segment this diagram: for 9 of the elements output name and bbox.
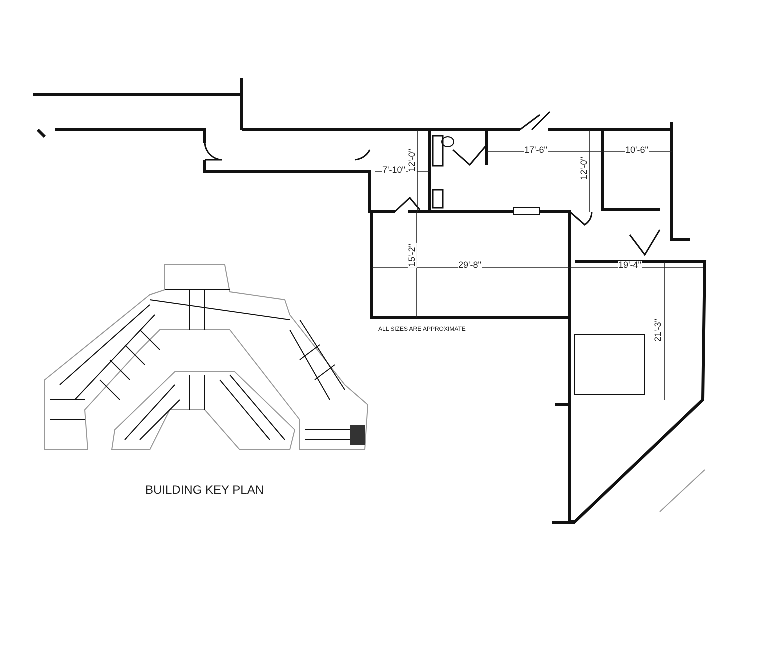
dimension-label: 12'-0"	[579, 156, 588, 180]
dimension-label: 15'-2"	[407, 242, 416, 268]
dimension-label: 17'-6"	[524, 146, 548, 154]
dimension-label: 10'-6"	[624, 146, 650, 154]
dimension-label: 12'-0"	[407, 148, 416, 172]
drawing-title: BUILDING KEY PLAN	[146, 484, 264, 496]
dimension-label: 7'-10"	[382, 166, 406, 174]
dimension-label: 21'-3"	[653, 318, 662, 342]
dimension-label: 29'-8"	[458, 260, 482, 270]
